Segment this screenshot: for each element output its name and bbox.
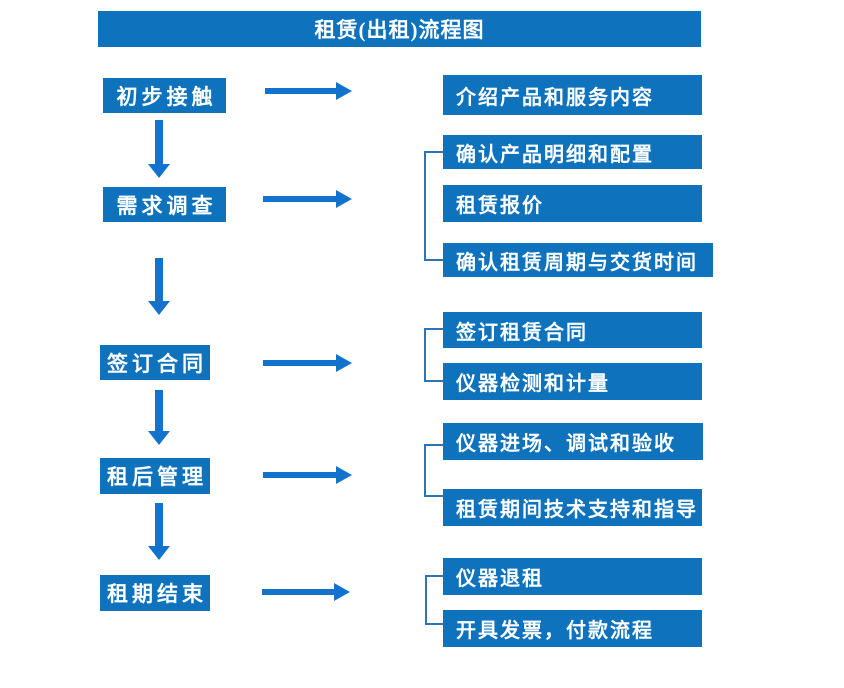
- detail-instrument-setup-acceptance: 仪器进场、调试和验收: [443, 423, 703, 460]
- step-sign-contract: 签订合同: [100, 345, 210, 380]
- detail-confirm-product-config: 确认产品明细和配置: [443, 135, 702, 169]
- down-arrow-1: [148, 120, 170, 178]
- down-arrow-4: [148, 503, 170, 560]
- step-initial-contact: 初步接触: [103, 78, 226, 113]
- step-sign-contract-label: 签订合同: [107, 351, 207, 376]
- right-arrow-5: [262, 583, 350, 601]
- detail-invoice-payment: 开具发票，付款流程: [443, 610, 702, 647]
- step-post-rental-management-label: 租后管理: [107, 465, 207, 489]
- bracket-post-rental-group: [424, 444, 443, 497]
- right-arrow-3: [263, 354, 352, 372]
- step-rental-end-label: 租期结束: [107, 582, 207, 606]
- bracket-sign-contract-group: [424, 328, 443, 382]
- bracket-demand-survey-group: [424, 151, 443, 261]
- flowchart-title: 租赁(出租)流程图: [98, 11, 701, 47]
- right-arrow-2: [263, 190, 352, 208]
- detail-tech-support: 租赁期间技术支持和指导: [443, 489, 702, 526]
- detail-sign-rental-contract: 签订租赁合同: [443, 312, 702, 348]
- step-post-rental-management: 租后管理: [100, 458, 210, 494]
- step-demand-survey: 需求调查: [103, 187, 226, 222]
- step-rental-end: 租期结束: [100, 575, 210, 611]
- detail-instrument-return: 仪器退租: [443, 558, 702, 595]
- detail-instrument-testing: 仪器检测和计量: [443, 363, 702, 400]
- detail-introduce-products: 介绍产品和服务内容: [443, 75, 702, 115]
- right-arrow-4: [263, 466, 352, 484]
- down-arrow-3: [148, 390, 170, 445]
- detail-rental-quote: 租赁报价: [443, 185, 702, 222]
- step-demand-survey-label: 需求调查: [116, 193, 217, 218]
- detail-confirm-cycle-delivery: 确认租赁周期与交货时间: [443, 243, 713, 277]
- right-arrow-1: [265, 82, 352, 100]
- bracket-rental-end-group: [425, 575, 444, 625]
- down-arrow-2: [148, 258, 170, 315]
- step-initial-contact-label: 初步接触: [116, 84, 217, 109]
